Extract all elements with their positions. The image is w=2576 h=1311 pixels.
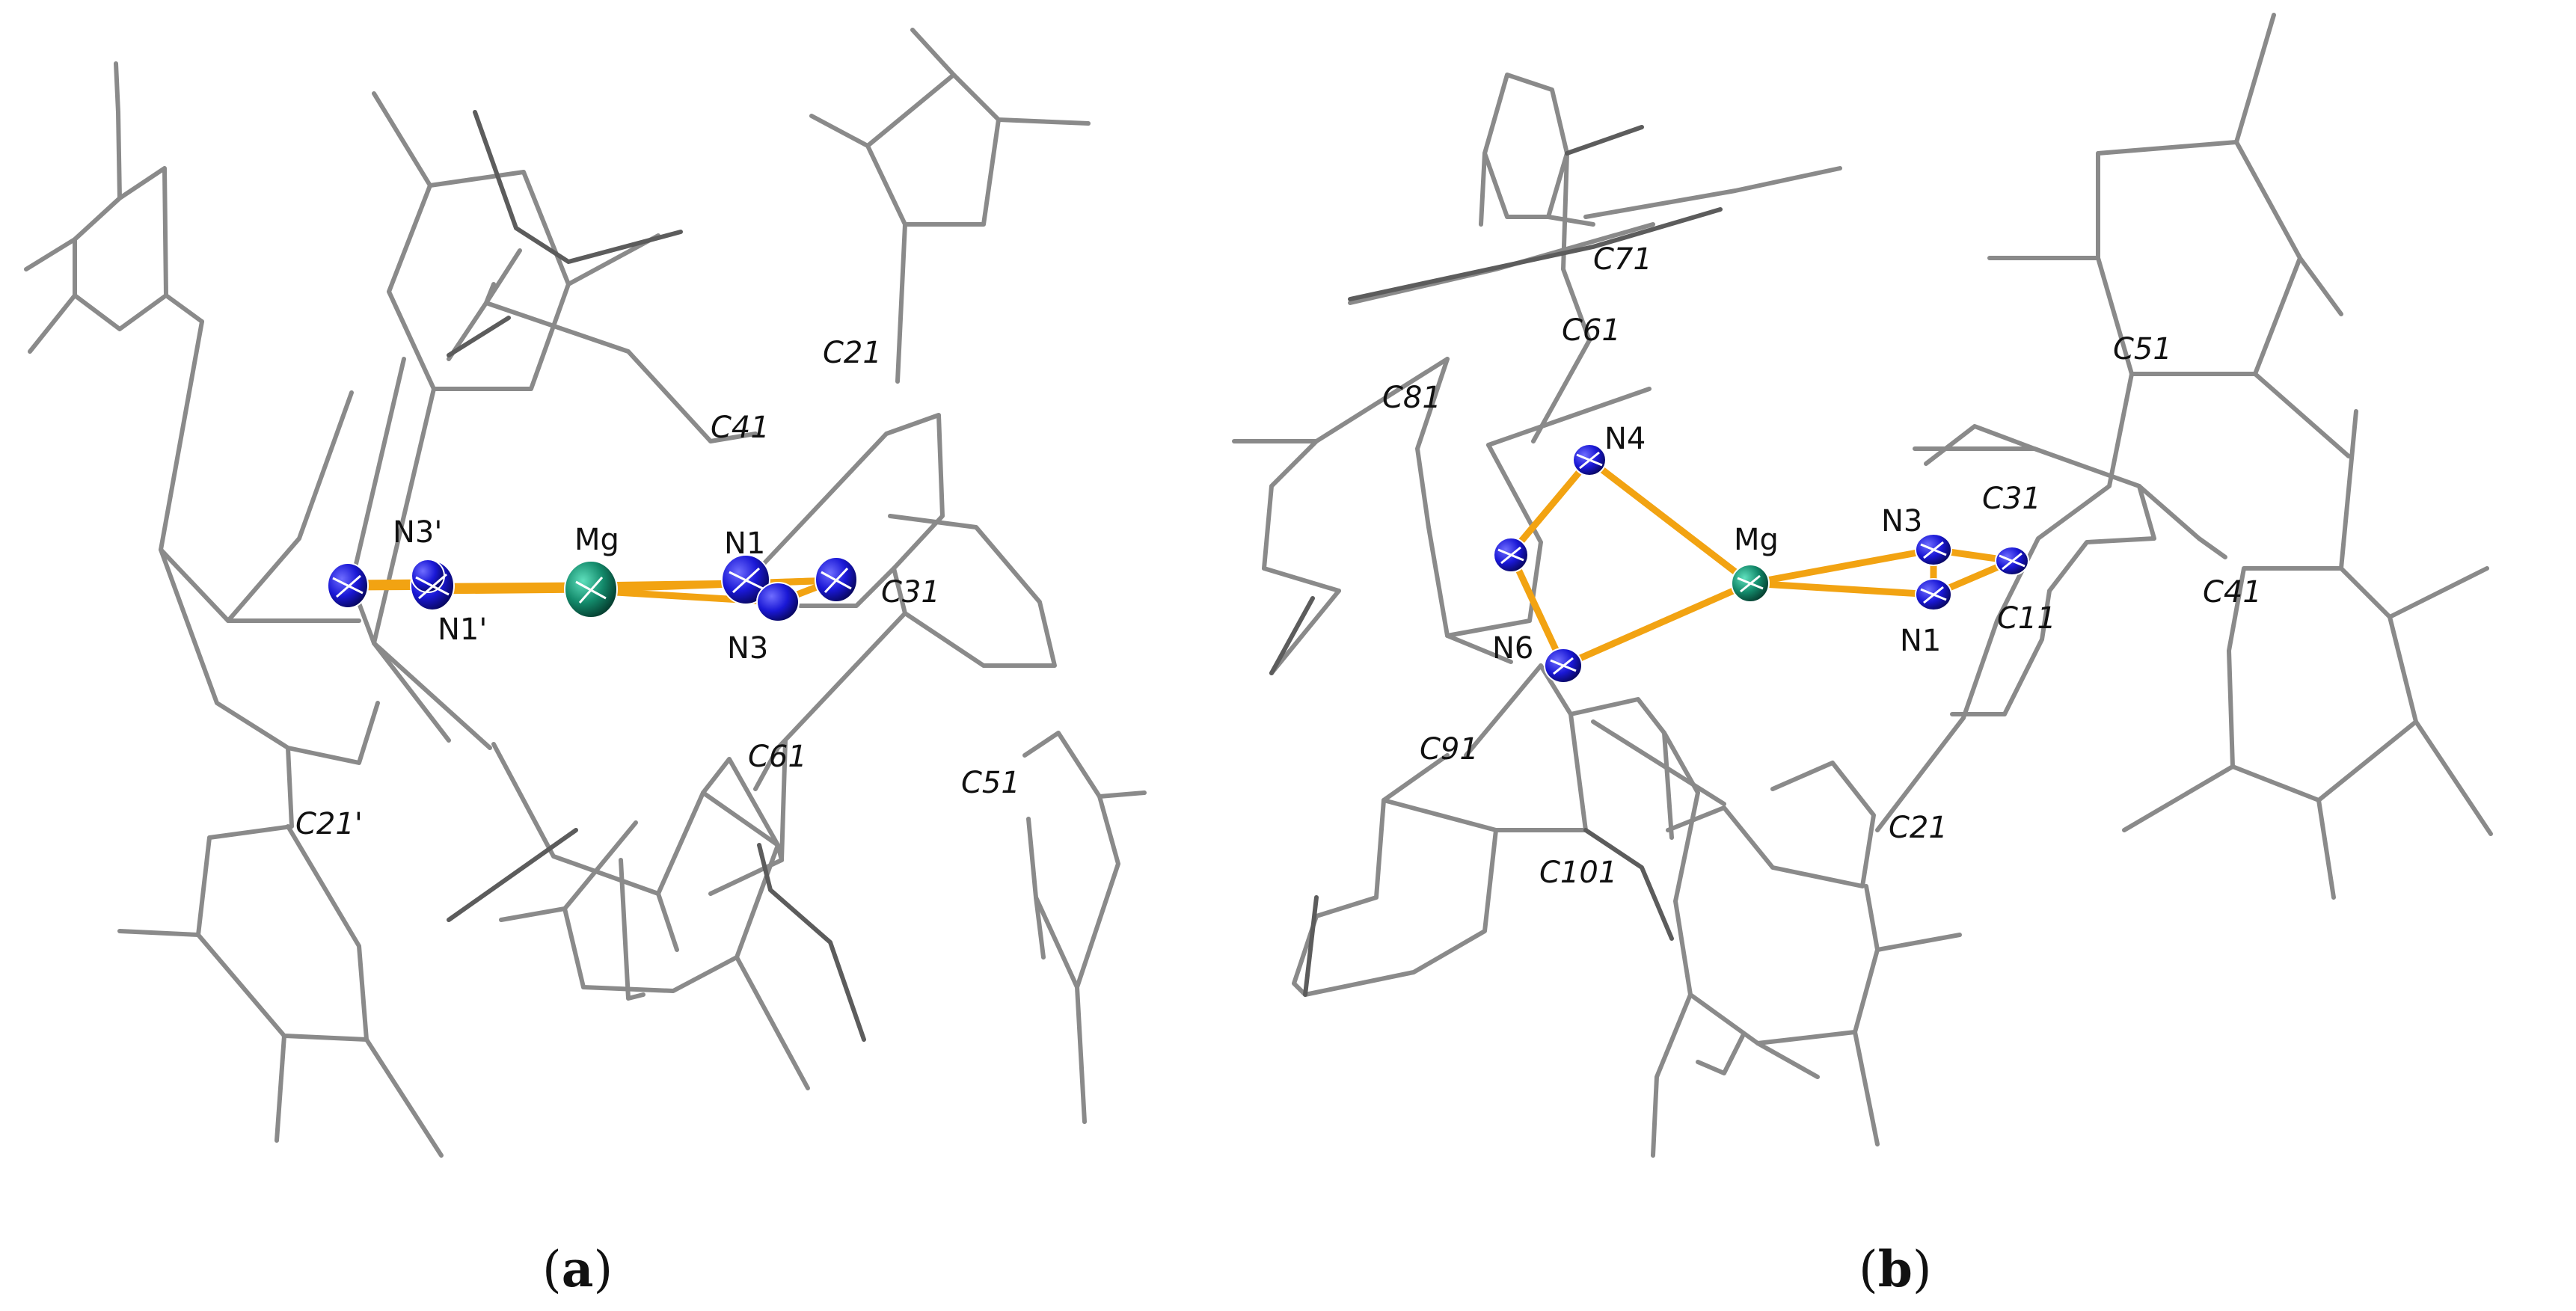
panel-b: Mg N1 N3 N4 N6 C11 C21 C31 C41 C51 C61 C…: [1232, 13, 2493, 1298]
caption-a-close: ): [594, 1241, 613, 1298]
label-a-c21-prime: C21': [295, 807, 363, 841]
label-a-mg: Mg: [574, 523, 619, 557]
label-b-n6: N6: [1492, 631, 1533, 666]
caption-b-open: (: [1859, 1241, 1878, 1298]
caption-a-open: (: [542, 1241, 562, 1298]
label-b-mg: Mg: [1734, 523, 1779, 557]
label-a-n3: N3: [727, 631, 768, 666]
label-a-c21: C21: [823, 336, 882, 370]
nitrogen-atom-n3: [756, 582, 800, 622]
label-a-n1-prime: N1': [438, 612, 487, 647]
caption-b: (b): [1859, 1240, 1932, 1298]
label-a-c61: C61: [748, 740, 807, 774]
label-b-c51: C51: [2113, 332, 2172, 366]
label-b-c11: C11: [1997, 601, 2056, 636]
label-b-n3: N3: [1881, 504, 1922, 538]
caption-b-letter: b: [1878, 1240, 1913, 1298]
panel-b-skeleton: [1232, 13, 2493, 1158]
label-b-c41: C41: [2203, 575, 2262, 610]
panel-a: Mg N1 N3 N3' N1' C21 C41 C31 C61 C51 C21…: [24, 28, 1147, 1298]
caption-a-letter: a: [562, 1240, 594, 1298]
label-a-n3-prime: N3': [393, 515, 442, 550]
panel-b-labels: Mg N1 N3 N4 N6 C11 C21 C31 C41 C51 C61 C…: [1382, 242, 2262, 890]
label-a-c41: C41: [711, 411, 770, 445]
label-b-n4: N4: [1604, 422, 1646, 456]
panel-b-atoms: [1493, 443, 2029, 684]
caption-a: (a): [542, 1240, 613, 1298]
label-a-c51: C51: [961, 766, 1020, 800]
panel-b-skeleton-dark: [1269, 125, 1723, 997]
label-b-n1: N1: [1900, 624, 1941, 658]
panel-a-atoms: [327, 554, 858, 622]
label-b-c101: C101: [1539, 856, 1617, 890]
panel-a-labels: Mg N1 N3 N3' N1' C21 C41 C31 C61 C51 C21…: [295, 336, 1020, 841]
label-a-n1: N1: [724, 526, 765, 561]
label-b-c31: C31: [1982, 482, 2041, 516]
label-b-c81: C81: [1382, 381, 1441, 415]
caption-b-close: ): [1913, 1241, 1932, 1298]
panel-a-skeleton-dark: [447, 110, 866, 1042]
panel-a-skeleton: [24, 28, 1147, 1158]
label-a-c31: C31: [881, 575, 940, 610]
label-b-c61: C61: [1562, 313, 1621, 348]
label-b-c91: C91: [1420, 732, 1479, 767]
label-b-c71: C71: [1593, 242, 1652, 277]
nitrogen-atom-n3-prime-b: [411, 559, 445, 593]
label-b-c21: C21: [1889, 811, 1948, 845]
